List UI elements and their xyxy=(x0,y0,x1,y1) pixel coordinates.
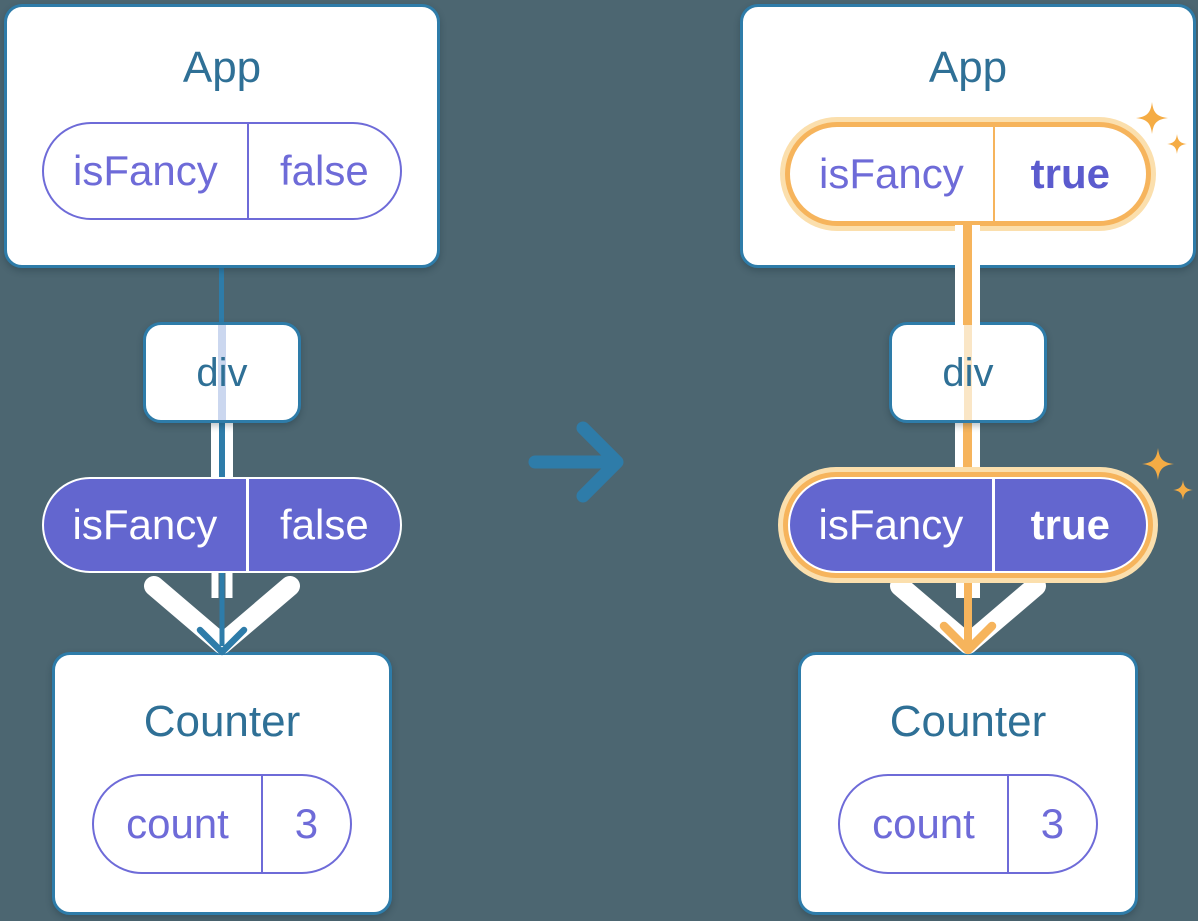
tube-rail xyxy=(211,420,219,479)
state-key: count xyxy=(840,775,1009,872)
prop-pill-passed-before: isFancy false xyxy=(42,477,402,573)
prop-pill-app-after: isFancy true xyxy=(785,121,1151,226)
tube-rail xyxy=(225,420,233,479)
div-title: div xyxy=(942,350,994,395)
right-div-pill-tube xyxy=(955,422,980,474)
prop-key: isFancy xyxy=(44,123,249,218)
prop-value: true xyxy=(1030,501,1111,548)
counter-card-before: Counter count 3 xyxy=(52,652,392,915)
counter-title: Counter xyxy=(143,697,301,746)
right-app-div-tube xyxy=(955,225,980,325)
state-value: 3 xyxy=(1040,799,1065,847)
left-app-div-connector xyxy=(219,262,224,326)
state-pill-before: count 3 xyxy=(92,773,352,874)
sparkles-icon xyxy=(1136,102,1187,154)
app-card-before: App isFancy false xyxy=(4,4,440,268)
tube-core-orange xyxy=(963,422,972,474)
state-value: 3 xyxy=(294,799,319,847)
left-div-pill-tube xyxy=(211,420,233,479)
app-title: App xyxy=(928,43,1008,92)
state-key: count xyxy=(94,775,263,872)
context-stripe xyxy=(218,325,226,420)
tube-core xyxy=(219,420,225,479)
prop-pill-passed-after: isFancy true xyxy=(788,477,1148,573)
prop-value: true xyxy=(1030,149,1111,197)
tube-core-orange xyxy=(963,225,972,325)
prop-key: isFancy xyxy=(44,479,249,571)
div-card-before: div xyxy=(143,322,301,423)
div-card-after: div xyxy=(889,322,1047,423)
prop-pill-app-before: isFancy false xyxy=(42,121,402,220)
app-card-after: App isFancy true xyxy=(740,4,1196,268)
prop-key: isFancy xyxy=(790,126,995,221)
sparkles-icon xyxy=(1142,448,1193,500)
right-arrow-icon xyxy=(528,421,624,503)
tube-rail xyxy=(955,422,963,474)
app-title: App xyxy=(182,43,262,92)
tube-rail xyxy=(972,422,980,474)
tube-rail xyxy=(955,225,963,325)
down-arrow-icon xyxy=(890,570,1046,655)
counter-card-after: Counter count 3 xyxy=(798,652,1138,915)
tube-rail xyxy=(972,225,980,325)
state-pill-after: count 3 xyxy=(838,773,1098,874)
prop-key: isFancy xyxy=(790,479,995,571)
prop-value: false xyxy=(279,501,369,548)
context-stripe xyxy=(964,325,972,420)
prop-value: false xyxy=(279,146,369,194)
down-arrow-icon xyxy=(144,570,300,656)
counter-title: Counter xyxy=(889,697,1047,746)
div-title: div xyxy=(196,350,248,395)
